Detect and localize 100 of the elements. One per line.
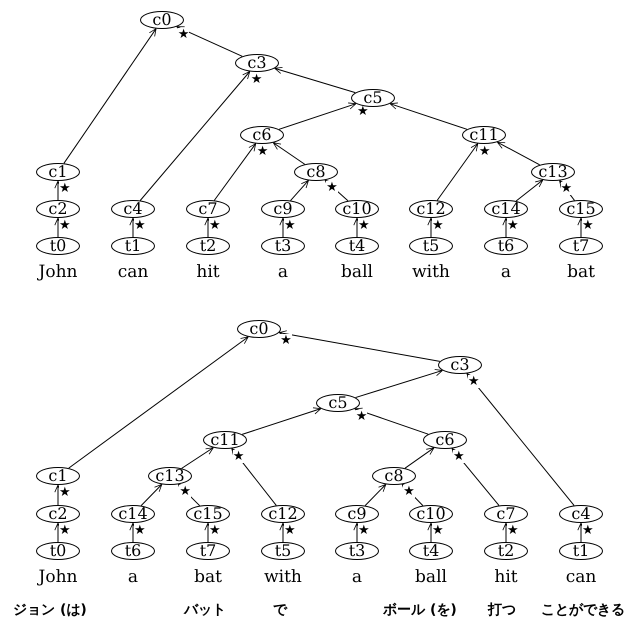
node-ellipse: t1: [111, 237, 155, 255]
arrow: [502, 522, 510, 542]
arrow: [577, 218, 585, 238]
arrow: [353, 522, 361, 542]
arrow: [427, 522, 435, 542]
arrow: [390, 102, 468, 130]
node-ellipse: c8: [372, 467, 416, 485]
arrow: [54, 180, 62, 200]
arrow: [427, 218, 435, 238]
arrow: [54, 522, 62, 542]
node-ellipse: c13: [531, 163, 575, 181]
arrow: [279, 218, 287, 238]
node-ellipse: t0: [36, 237, 80, 255]
arrow: [242, 407, 322, 435]
arrow: [278, 102, 356, 130]
node-ellipse: c10: [335, 200, 379, 218]
word-label: a: [352, 568, 362, 586]
word-label: hit: [494, 568, 518, 586]
node-ellipse: t2: [484, 542, 528, 560]
node-ellipse: t2: [186, 237, 230, 255]
node-ellipse: t0: [36, 542, 80, 560]
node-ellipse: c9: [261, 200, 305, 218]
word-label: can: [118, 263, 148, 281]
node-ellipse: c12: [409, 200, 453, 218]
arrow: [516, 179, 544, 202]
node-ellipse: c11: [203, 431, 247, 449]
arrow: [279, 522, 287, 542]
arrow: [496, 142, 540, 166]
word-label: ball: [415, 568, 447, 586]
word-label: can: [566, 568, 596, 586]
node-ellipse: c5: [351, 89, 395, 107]
node-ellipse: c15: [559, 200, 603, 218]
translation-label: 打つ: [488, 602, 516, 618]
arrow: [353, 218, 361, 238]
arrow: [54, 218, 62, 238]
arrow: [140, 71, 250, 201]
node-ellipse: c10: [409, 505, 453, 523]
node-ellipse: t4: [409, 542, 453, 560]
node-ellipse: c1: [36, 467, 80, 485]
word-label: bat: [194, 568, 222, 586]
word-label: with: [412, 263, 450, 281]
node-ellipse: t6: [484, 237, 528, 255]
arrow: [436, 143, 478, 201]
arrow: [404, 447, 434, 469]
node-ellipse: c13: [148, 467, 192, 485]
node-ellipse: c7: [186, 200, 230, 218]
arrow: [355, 369, 443, 398]
arrow: [176, 26, 243, 57]
node-ellipse: c4: [559, 505, 603, 523]
node-ellipse: c6: [423, 431, 467, 449]
word-label: bat: [567, 263, 595, 281]
word-label: a: [128, 568, 138, 586]
arrow: [129, 218, 137, 238]
node-ellipse: t5: [261, 542, 305, 560]
arrow: [502, 218, 510, 238]
node-ellipse: c14: [484, 200, 528, 218]
node-ellipse: t5: [409, 237, 453, 255]
arrow: [68, 336, 249, 469]
node-ellipse: t6: [111, 542, 155, 560]
node-ellipse: c7: [484, 505, 528, 523]
node-ellipse: c14: [111, 505, 155, 523]
arrow: [204, 522, 212, 542]
node-ellipse: c11: [462, 126, 506, 144]
word-label: a: [500, 263, 512, 281]
node-ellipse: c0: [237, 320, 281, 338]
word-label: a: [278, 263, 288, 281]
translation-label: ことができる: [541, 602, 625, 618]
node-ellipse: t3: [261, 237, 305, 255]
word-label: John: [38, 263, 78, 281]
node-ellipse: c3: [438, 356, 482, 374]
node-ellipse: c12: [261, 505, 305, 523]
node-ellipse: t1: [559, 542, 603, 560]
translation-label: ジョン (は): [13, 602, 87, 618]
arrow: [214, 143, 256, 201]
node-ellipse: c3: [235, 54, 279, 72]
arrow: [204, 218, 212, 238]
arrow: [181, 447, 214, 469]
translation-label: バット: [184, 602, 226, 618]
node-ellipse: t4: [335, 237, 379, 255]
word-label: John: [38, 568, 78, 586]
node-ellipse: c2: [36, 505, 80, 523]
arrow: [231, 448, 277, 506]
word-label: hit: [196, 263, 220, 281]
arrow: [364, 484, 386, 506]
arrow: [466, 373, 575, 506]
arrow: [577, 522, 585, 542]
arrow: [274, 66, 356, 94]
node-ellipse: c1: [36, 163, 80, 181]
word-label: ball: [341, 263, 373, 281]
arrow: [272, 142, 306, 165]
arrow: [278, 330, 440, 362]
arrow: [129, 522, 137, 542]
arrow: [140, 484, 162, 506]
arrow: [354, 408, 429, 435]
arrow: [63, 28, 157, 164]
translation-label: で: [273, 602, 287, 618]
node-ellipse: c9: [335, 505, 379, 523]
node-ellipse: t3: [335, 542, 379, 560]
node-ellipse: c8: [294, 163, 338, 181]
node-ellipse: t7: [559, 237, 603, 255]
